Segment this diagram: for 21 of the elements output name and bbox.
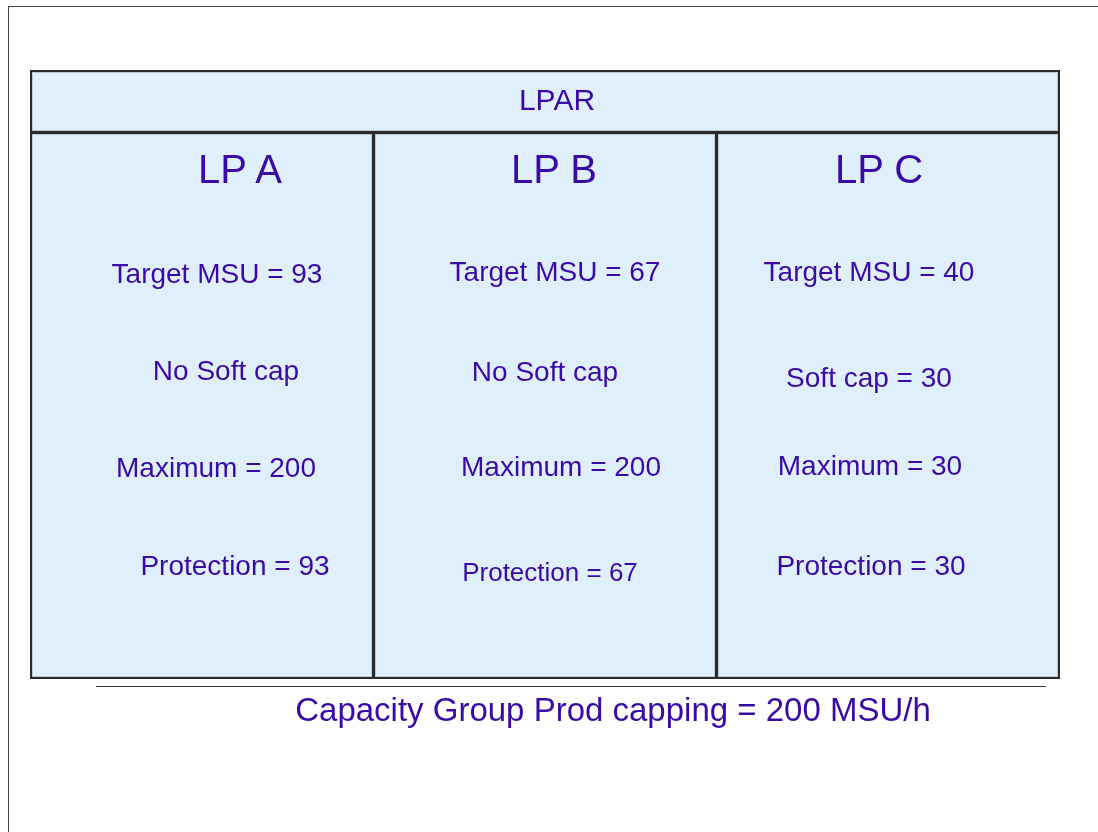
caption-text: Capacity Group Prod capping = 200 MSU/h — [295, 691, 931, 729]
header-box — [30, 70, 1060, 133]
parameter-text: Target MSU = 93 — [111, 258, 323, 290]
column-title: LP A — [198, 147, 282, 191]
parameter-text: Protection = 30 — [776, 550, 966, 582]
partition-box — [30, 132, 374, 679]
parameter-text: Maximum = 30 — [777, 450, 963, 482]
partition-box — [716, 132, 1060, 679]
column-title: LP C — [834, 147, 924, 191]
parameter-text: Target MSU = 40 — [763, 256, 975, 288]
column-title: LP B — [511, 147, 597, 191]
partition-box — [373, 132, 717, 679]
parameter-text: No Soft cap — [152, 355, 300, 387]
parameter-text: No Soft cap — [471, 356, 619, 388]
parameter-text: Protection = 93 — [140, 550, 330, 582]
parameter-text: Maximum = 200 — [116, 452, 316, 484]
parameter-text: Target MSU = 67 — [449, 256, 661, 288]
parameter-text: Soft cap = 30 — [786, 362, 952, 394]
parameter-text: Protection = 67 — [462, 557, 638, 587]
parameter-text: Maximum = 200 — [461, 451, 661, 483]
header-label: LPAR — [518, 82, 596, 116]
